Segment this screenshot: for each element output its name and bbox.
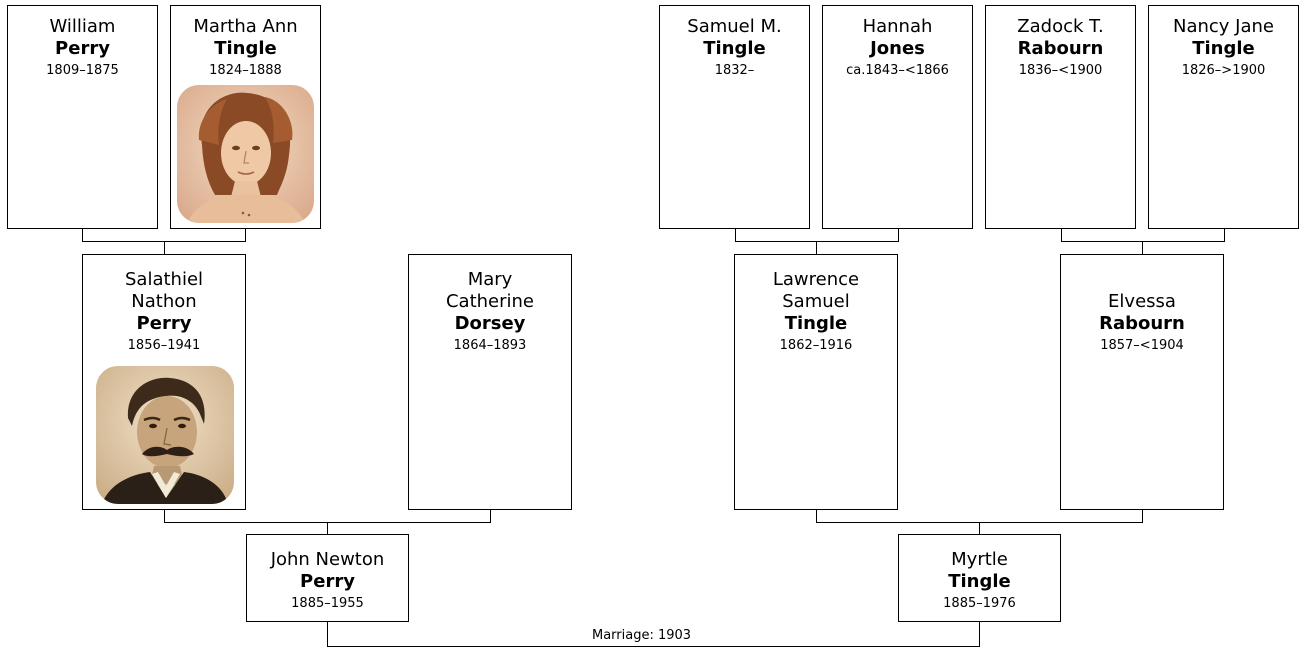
couple-connector [816, 510, 1143, 523]
couple-connector [82, 229, 246, 242]
life-dates: 1832– [714, 63, 755, 78]
surname: Tingle [214, 38, 277, 59]
life-dates: 1885–1955 [291, 596, 364, 611]
person-nancy-jane-tingle[interactable]: Nancy Jane Tingle 1826–>1900 [1148, 5, 1299, 229]
marriage-connector [327, 622, 980, 647]
couple-connector [1061, 229, 1225, 242]
surname: Tingle [784, 313, 848, 334]
person-john-newton-perry[interactable]: John Newton Perry 1885–1955 [246, 534, 409, 622]
given-name: Hannah [862, 16, 933, 37]
life-dates: 1809–1875 [46, 63, 119, 78]
person-lawrence-samuel-tingle[interactable]: Lawrence Samuel Tingle 1862–1916 [734, 254, 898, 510]
couple-connector [164, 510, 491, 523]
surname: Perry [300, 571, 355, 592]
person-myrtle-tingle[interactable]: Myrtle Tingle 1885–1976 [898, 534, 1061, 622]
person-william-perry[interactable]: William Perry 1809–1875 [7, 5, 158, 229]
person-zadock-t-rabourn[interactable]: Zadock T. Rabourn 1836–<1900 [985, 5, 1136, 229]
surname: Tingle [1192, 38, 1255, 59]
given-name: John Newton [270, 549, 385, 570]
life-dates: 1856–1941 [127, 338, 201, 353]
given-name: William [49, 16, 116, 37]
surname: Tingle [948, 571, 1011, 592]
given-name: Myrtle [951, 549, 1008, 570]
given-name: Mary Catherine [445, 269, 535, 312]
marriage-label: Marriage: 1903 [592, 628, 692, 643]
life-dates: 1826–>1900 [1181, 63, 1266, 78]
life-dates: 1864–1893 [453, 338, 527, 353]
life-dates: 1885–1976 [943, 596, 1016, 611]
portrait-photo[interactable] [96, 366, 234, 504]
given-name: Elvessa [1108, 291, 1176, 312]
surname: Perry [136, 313, 192, 334]
given-name: Lawrence Samuel [772, 269, 860, 312]
person-mary-catherine-dorsey[interactable]: Mary Catherine Dorsey 1864–1893 [408, 254, 572, 510]
couple-connector [735, 229, 899, 242]
life-dates: 1862–1916 [779, 338, 853, 353]
person-hannah-jones[interactable]: Hannah Jones ca.1843–<1866 [822, 5, 973, 229]
person-elvessa-rabourn[interactable]: Elvessa Rabourn 1857–<1904 [1060, 254, 1224, 510]
surname: Tingle [703, 38, 766, 59]
person-martha-ann-tingle[interactable]: Martha Ann Tingle 1824–1888 [170, 5, 321, 229]
given-name: Zadock T. [1017, 16, 1104, 37]
person-salathiel-nathon-perry[interactable]: Salathiel Nathon Perry 1856–1941 [82, 254, 246, 510]
portrait-photo[interactable] [177, 85, 314, 223]
given-name: Martha Ann [193, 16, 298, 37]
surname: Perry [55, 38, 110, 59]
surname: Rabourn [1017, 38, 1104, 59]
given-name: Salathiel Nathon [124, 269, 204, 312]
life-dates: ca.1843–<1866 [846, 63, 949, 78]
person-samuel-m-tingle[interactable]: Samuel M. Tingle 1832– [659, 5, 810, 229]
given-name: Nancy Jane [1173, 16, 1274, 37]
life-dates: 1824–1888 [209, 63, 282, 78]
life-dates: 1857–<1904 [1100, 338, 1184, 353]
surname: Dorsey [454, 313, 526, 334]
life-dates: 1836–<1900 [1018, 63, 1103, 78]
given-name: Samuel M. [687, 16, 782, 37]
surname: Rabourn [1099, 313, 1185, 334]
surname: Jones [870, 38, 925, 59]
